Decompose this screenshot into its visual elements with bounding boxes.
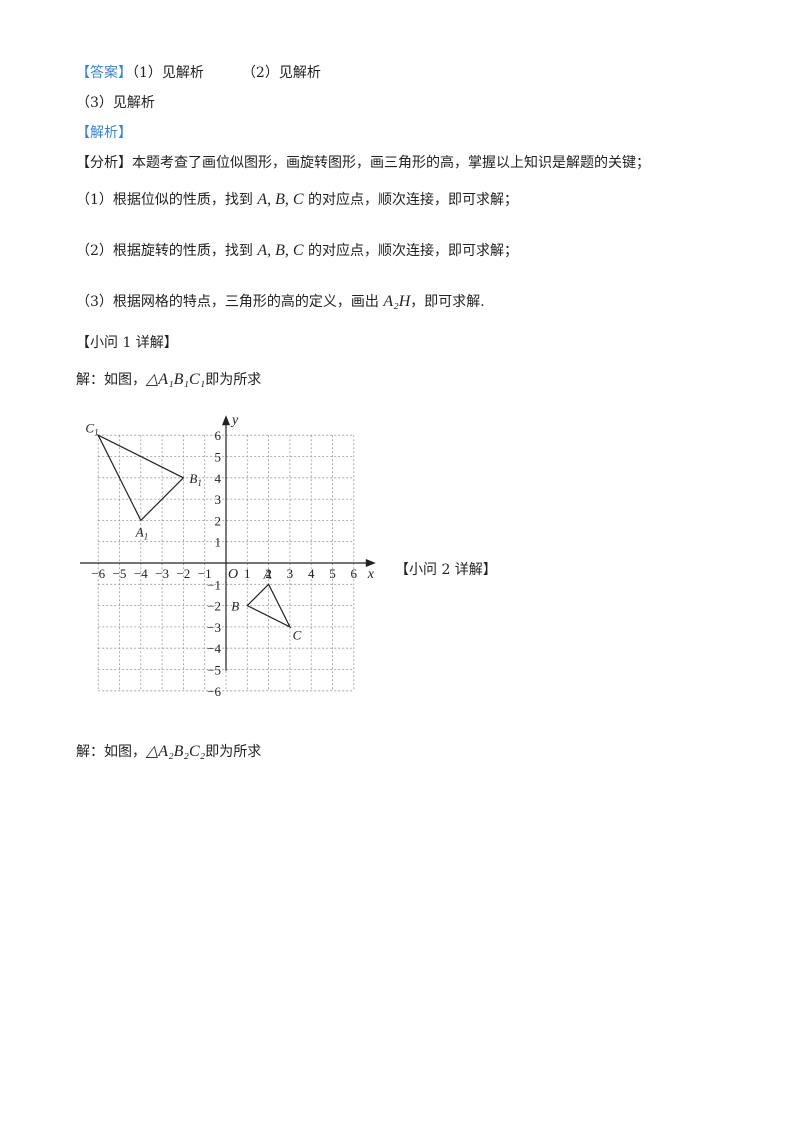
q2-solution: 解：如图，△A₂B₂C₂即为所求: [76, 742, 261, 762]
y-tick-label: −4: [207, 641, 221, 656]
vertex-label: B1: [189, 471, 201, 488]
x-tick-label: −4: [134, 566, 148, 581]
step-1: （1）根据位似的性质，找到 A, B, C 的对应点，顺次连接，即可求解；: [76, 190, 518, 210]
y-tick-label: 4: [215, 471, 222, 486]
step-1-suffix: 的对应点，顺次连接，即可求解；: [303, 192, 519, 208]
y-axis-label: y: [230, 413, 239, 428]
y-tick-label: 3: [215, 492, 222, 507]
q1-sol-prefix: 解：如图，: [76, 372, 146, 388]
x-tick-label: −5: [113, 566, 127, 581]
step-1-math: A, B, C: [257, 191, 304, 208]
q1-sol-math: △A₁B₁C₁: [146, 371, 206, 388]
fenxi-line: 【分析】本题考查了画位似图形，画旋转图形，画三角形的高，掌握以上知识是解题的关键…: [76, 153, 650, 173]
answer-part-2: （2）见解析: [241, 65, 321, 81]
q1-solution: 解：如图，△A₁B₁C₁即为所求: [76, 370, 261, 390]
step-2: （2）根据旋转的性质，找到 A, B, C 的对应点，顺次连接，即可求解；: [76, 241, 518, 261]
q2-heading: 【小问 2 详解】: [395, 562, 497, 578]
x-tick-label: 2: [265, 566, 272, 581]
vertex-label: A: [263, 566, 272, 581]
answer-part-3-line: （3）见解析: [76, 93, 155, 113]
q2-sol-math: △A₂B₂C₂: [146, 743, 206, 760]
x-axis-label: x: [367, 567, 375, 582]
y-axis-arrow: [222, 415, 230, 426]
x-tick-label: −1: [198, 566, 212, 581]
step-3-prefix: （3）根据网格的特点，三角形的高的定义，画出: [76, 294, 384, 310]
q2-sol-prefix: 解：如图，: [76, 744, 146, 760]
vertex-label: C1: [85, 420, 98, 437]
origin-label: O: [228, 567, 238, 582]
vertex-label: A1: [135, 524, 148, 541]
x-tick-label: −2: [176, 566, 190, 581]
y-tick-label: 2: [215, 513, 222, 528]
x-tick-label: 6: [351, 566, 358, 581]
y-tick-label: −5: [207, 663, 221, 678]
answer-part-1: （1）见解析: [132, 65, 204, 81]
x-tick-label: 3: [287, 566, 294, 581]
answer-line: 【答案】（1）见解析 （2）见解析: [76, 63, 321, 83]
analysis-tag: 【解析】: [76, 125, 132, 141]
y-tick-label: −3: [207, 620, 221, 635]
y-tick-label: 6: [215, 428, 222, 443]
x-tick-label: −6: [91, 566, 105, 581]
vertex-label: C: [293, 628, 302, 643]
fenxi-text: 本题考查了画位似图形，画旋转图形，画三角形的高，掌握以上知识是解题的关键；: [132, 155, 650, 171]
x-tick-label: 1: [244, 566, 251, 581]
step-3-suffix: ，即可求解.: [410, 294, 485, 310]
q2-sol-suffix: 即为所求: [205, 744, 262, 760]
x-axis-arrow: [365, 559, 376, 567]
x-tick-label: −3: [155, 566, 169, 581]
step-2-prefix: （2）根据旋转的性质，找到: [76, 243, 258, 259]
y-tick-label: −6: [207, 684, 221, 699]
q1-sol-suffix: 即为所求: [205, 372, 262, 388]
y-tick-label: 1: [215, 535, 222, 550]
y-tick-label: 5: [215, 450, 222, 465]
step-3-math: A₂H: [383, 293, 411, 310]
triangle-2: [246, 583, 292, 629]
triangle-1: [96, 433, 185, 522]
step-2-suffix: 的对应点，顺次连接，即可求解；: [303, 243, 519, 259]
vertex-label: B: [231, 599, 239, 614]
q1-heading: 【小问 1 详解】: [76, 335, 178, 351]
x-tick-label: 5: [329, 566, 336, 581]
x-tick-label: 4: [308, 566, 315, 581]
y-tick-label: −1: [207, 577, 221, 592]
y-tick-label: −2: [207, 599, 221, 614]
step-3: （3）根据网格的特点，三角形的高的定义，画出 A₂H，即可求解.: [76, 292, 485, 312]
answer-part-3: （3）见解析: [76, 95, 155, 111]
fenxi-tag: 【分析】: [76, 155, 132, 171]
step-1-prefix: （1）根据位似的性质，找到: [76, 192, 258, 208]
step-2-math: A, B, C: [257, 242, 304, 259]
answer-tag: 【答案】: [76, 65, 132, 81]
